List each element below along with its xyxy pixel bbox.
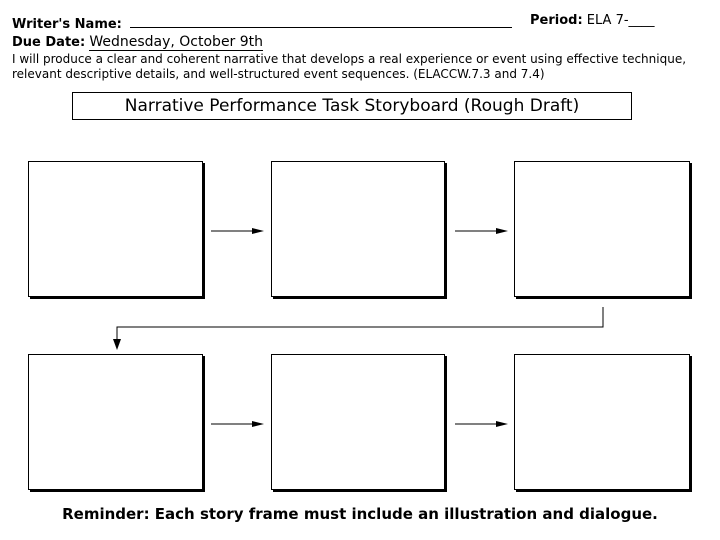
arrow-1-to-2-icon: [211, 228, 264, 234]
due-date-row: Due Date: Wednesday, October 9th: [12, 34, 264, 51]
page-title: Narrative Performance Task Storyboard (R…: [72, 92, 632, 120]
story-frame-6[interactable]: [514, 354, 690, 490]
story-frame-2[interactable]: [271, 161, 445, 297]
arrow-3-to-4-icon: [116, 307, 604, 346]
writer-name-label: Writer's Name:: [12, 17, 122, 32]
story-frame-5[interactable]: [271, 354, 445, 490]
writer-name-field[interactable]: [130, 13, 513, 28]
period-value: ELA 7-____: [586, 13, 655, 28]
story-frame-3[interactable]: [514, 161, 690, 297]
story-frame-1[interactable]: [28, 161, 203, 297]
due-date-label: Due Date:: [12, 35, 86, 50]
reminder-text: Reminder: Each story frame must include …: [62, 505, 658, 523]
arrow-2-to-3-icon: [455, 228, 508, 234]
due-date-value: Wednesday, October 9th: [89, 34, 264, 51]
period-label: Period:: [530, 13, 583, 28]
learning-objective: I will produce a clear and coherent narr…: [12, 52, 687, 81]
arrow-5-to-6-icon: [455, 421, 508, 427]
story-frame-4[interactable]: [28, 354, 203, 490]
writer-name-row: Writer's Name:: [12, 13, 513, 33]
arrow-3-to-4-head-icon: [113, 339, 121, 350]
arrow-4-to-5-icon: [211, 421, 264, 427]
period-row: Period: ELA 7-____: [530, 13, 655, 29]
